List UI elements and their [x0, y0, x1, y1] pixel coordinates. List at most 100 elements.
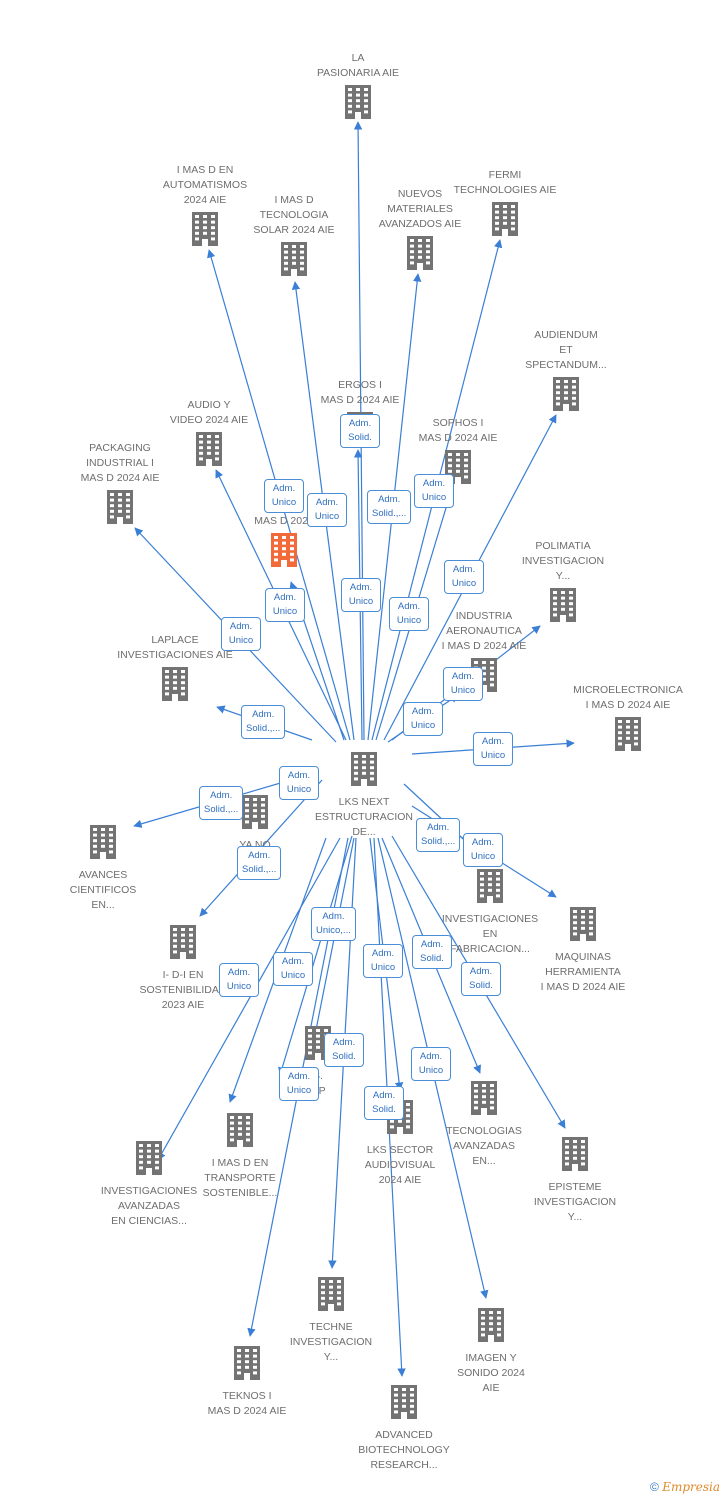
- building-icon: [419, 1081, 549, 1120]
- building-icon: [229, 242, 359, 281]
- company-node-microelectronica[interactable]: MICROELECTRONICA I MAS D 2024 AIE: [563, 683, 693, 756]
- relationship-badge[interactable]: Adm. Unico: [414, 474, 454, 508]
- building-icon: [339, 1385, 469, 1424]
- company-node-laplace[interactable]: LAPLACE INVESTIGACIONES AIE: [110, 633, 240, 706]
- relationship-badge[interactable]: Adm. Unico: [443, 667, 483, 701]
- building-icon: [501, 377, 631, 416]
- company-name: MAQUINAS HERRAMIENTA I MAS D 2024 AIE: [540, 951, 626, 993]
- building-icon: [426, 1308, 556, 1347]
- company-node-advanced-bio[interactable]: ADVANCED BIOTECHNOLOGY RESEARCH...: [339, 1385, 469, 1473]
- relationship-badge[interactable]: Adm. Unico: [264, 479, 304, 513]
- copyright-symbol: ©: [650, 1480, 659, 1494]
- company-name: AUDIO Y VIDEO 2024 AIE: [169, 399, 249, 426]
- building-icon: [510, 1137, 640, 1176]
- building-icon: [563, 717, 693, 756]
- company-node-idi-sostenibilidad[interactable]: I- D-I EN SOSTENIBILIDAD 2023 AIE: [118, 925, 248, 1013]
- relationship-badge[interactable]: Adm. Unico: [363, 944, 403, 978]
- company-name: ERGOS I MAS D 2024 AIE: [320, 379, 400, 406]
- edge-to-teknos: [278, 835, 353, 1076]
- relationship-badge[interactable]: Adm. Solid.: [340, 414, 380, 448]
- building-icon: [190, 795, 320, 834]
- company-node-la-pasionaria[interactable]: LA PASIONARIA AIE: [293, 51, 423, 124]
- company-node-imagen-sonido[interactable]: IMAGEN Y SONIDO 2024 AIE: [426, 1308, 556, 1396]
- relationship-badge[interactable]: Adm. Solid.,...: [199, 786, 244, 820]
- company-name: LKS NEXT ESTRUCTURACION DE...: [314, 796, 413, 838]
- relationship-badge[interactable]: Adm. Solid.,...: [416, 818, 461, 852]
- center-company-node[interactable]: LKS NEXT ESTRUCTURACION DE...: [299, 752, 429, 840]
- company-node-techne[interactable]: TECHNE INVESTIGACION Y...: [266, 1277, 396, 1365]
- relationship-badge[interactable]: Adm. Solid.: [412, 935, 452, 969]
- company-node-automatismos[interactable]: I MAS D EN AUTOMATISMOS 2024 AIE: [140, 163, 270, 251]
- company-node-maquinas[interactable]: MAQUINAS HERRAMIENTA I MAS D 2024 AIE: [518, 907, 648, 995]
- company-name: NUEVOS MATERIALES AVANZADOS AIE: [378, 188, 462, 230]
- company-node-fermi[interactable]: FERMI TECHNOLOGIES AIE: [440, 168, 570, 241]
- relationship-badge[interactable]: Adm. Solid.: [364, 1086, 404, 1120]
- building-icon: [175, 1113, 305, 1152]
- company-name: I- D-I EN SOSTENIBILIDAD 2023 AIE: [139, 969, 227, 1011]
- relationship-badge[interactable]: Adm. Unico: [219, 963, 259, 997]
- company-name: ADVANCED BIOTECHNOLOGY RESEARCH...: [358, 1429, 450, 1471]
- company-name: I MAS D EN TRANSPORTE SOSTENIBLE...: [202, 1157, 278, 1199]
- company-node-transporte[interactable]: I MAS D EN TRANSPORTE SOSTENIBLE...: [175, 1113, 305, 1201]
- company-name: MICROELECTRONICA I MAS D 2024 AIE: [573, 684, 683, 711]
- company-node-audiendum[interactable]: AUDIENDUM ET SPECTANDUM...: [501, 328, 631, 416]
- company-name: TECNOLOGIAS AVANZADAS EN...: [446, 1125, 522, 1167]
- relationship-badge[interactable]: Adm. Solid.,...: [237, 846, 282, 880]
- relationship-badge[interactable]: Adm. Unico: [273, 952, 313, 986]
- relationship-badge[interactable]: Adm. Unico: [307, 493, 347, 527]
- company-node-nuevos-materiales[interactable]: NUEVOS MATERIALES AVANZADOS AIE: [355, 187, 485, 275]
- company-node-teknos[interactable]: TEKNOS I MAS D 2024 AIE: [182, 1346, 312, 1419]
- building-icon: [140, 212, 270, 251]
- relationship-badge[interactable]: Adm. Unico,...: [311, 907, 356, 941]
- building-icon: [419, 658, 549, 697]
- company-name: INDUSTRIA AERONAUTICA I MAS D 2024 AIE: [441, 610, 527, 652]
- relationship-badge[interactable]: Adm. Unico: [444, 560, 484, 594]
- company-node-polimatia[interactable]: POLIMATIA INVESTIGACION Y...: [498, 539, 628, 627]
- building-icon: [110, 667, 240, 706]
- company-node-audio-video[interactable]: AUDIO Y VIDEO 2024 AIE: [144, 398, 274, 471]
- company-name: INVESTIGACIONES AVANZADAS EN CIENCIAS...: [100, 1185, 198, 1227]
- relationship-badge[interactable]: Adm. Solid.: [324, 1033, 364, 1067]
- copyright-footer: © Empresia: [650, 1480, 720, 1494]
- relationship-badge[interactable]: Adm. Solid.,...: [367, 490, 412, 524]
- relationship-badge[interactable]: Adm. Unico: [463, 833, 503, 867]
- relationship-badge[interactable]: Adm. Unico: [389, 597, 429, 631]
- building-icon: [144, 432, 274, 471]
- relationship-badge[interactable]: Adm. Solid.,...: [241, 705, 286, 739]
- building-icon: [498, 588, 628, 627]
- relationship-badge[interactable]: Adm. Unico: [403, 702, 443, 736]
- company-node-tecnologias-avanzadas[interactable]: TECNOLOGIAS AVANZADAS EN...: [419, 1081, 549, 1169]
- company-node-sophos[interactable]: SOPHOS I MAS D 2024 AIE: [393, 416, 523, 489]
- building-icon: [425, 869, 555, 908]
- building-icon: [393, 450, 523, 489]
- relationship-badge[interactable]: Adm. Solid.: [461, 962, 501, 996]
- company-name: TECHNE INVESTIGACION Y...: [289, 1321, 373, 1363]
- brand-logo[interactable]: Empresia: [662, 1480, 720, 1494]
- building-icon: [219, 533, 349, 572]
- company-node-episteme[interactable]: EPISTEME INVESTIGACION Y...: [510, 1137, 640, 1225]
- company-name: LKS SECTOR AUDIOVISUAL 2024 AIE: [364, 1144, 436, 1186]
- building-icon: [299, 752, 429, 791]
- relationship-badge[interactable]: Adm. Unico: [473, 732, 513, 766]
- relationship-badge[interactable]: Adm. Unico: [341, 578, 381, 612]
- relationship-badge[interactable]: Adm. Unico: [221, 617, 261, 651]
- company-node-inv-ciencias[interactable]: INVESTIGACIONES AVANZADAS EN CIENCIAS...: [84, 1141, 214, 1229]
- company-node-avances[interactable]: AVANCES CIENTIFICOS EN...: [38, 825, 168, 913]
- company-name: EPISTEME INVESTIGACION Y...: [533, 1181, 617, 1223]
- relationship-badge[interactable]: Adm. Unico: [411, 1047, 451, 1081]
- relationship-badge[interactable]: Adm. Unico: [265, 588, 305, 622]
- company-node-g-mas-d[interactable]: G MAS D 2024: [219, 499, 349, 572]
- company-node-tecnologia-solar[interactable]: I MAS D TECNOLOGIA SOLAR 2024 AIE: [229, 193, 359, 281]
- company-name: POLIMATIA INVESTIGACION Y...: [521, 540, 605, 582]
- company-name: AVANCES CIENTIFICOS EN...: [69, 869, 137, 911]
- company-name: TEKNOS I MAS D 2024 AIE: [207, 1390, 287, 1417]
- company-name: I MAS D EN AUTOMATISMOS 2024 AIE: [162, 164, 248, 206]
- company-node-inv-fabricacion[interactable]: INVESTIGACIONES EN FABRICACION...: [425, 869, 555, 957]
- relationship-badge[interactable]: Adm. Unico: [279, 1067, 319, 1101]
- building-icon: [355, 236, 485, 275]
- company-node-packaging[interactable]: PACKAGING INDUSTRIAL I MAS D 2024 AIE: [55, 441, 185, 529]
- building-icon: [38, 825, 168, 864]
- relationship-badge[interactable]: Adm. Unico: [279, 766, 319, 800]
- company-node-industria-aero[interactable]: INDUSTRIA AERONAUTICA I MAS D 2024 AIE: [419, 609, 549, 697]
